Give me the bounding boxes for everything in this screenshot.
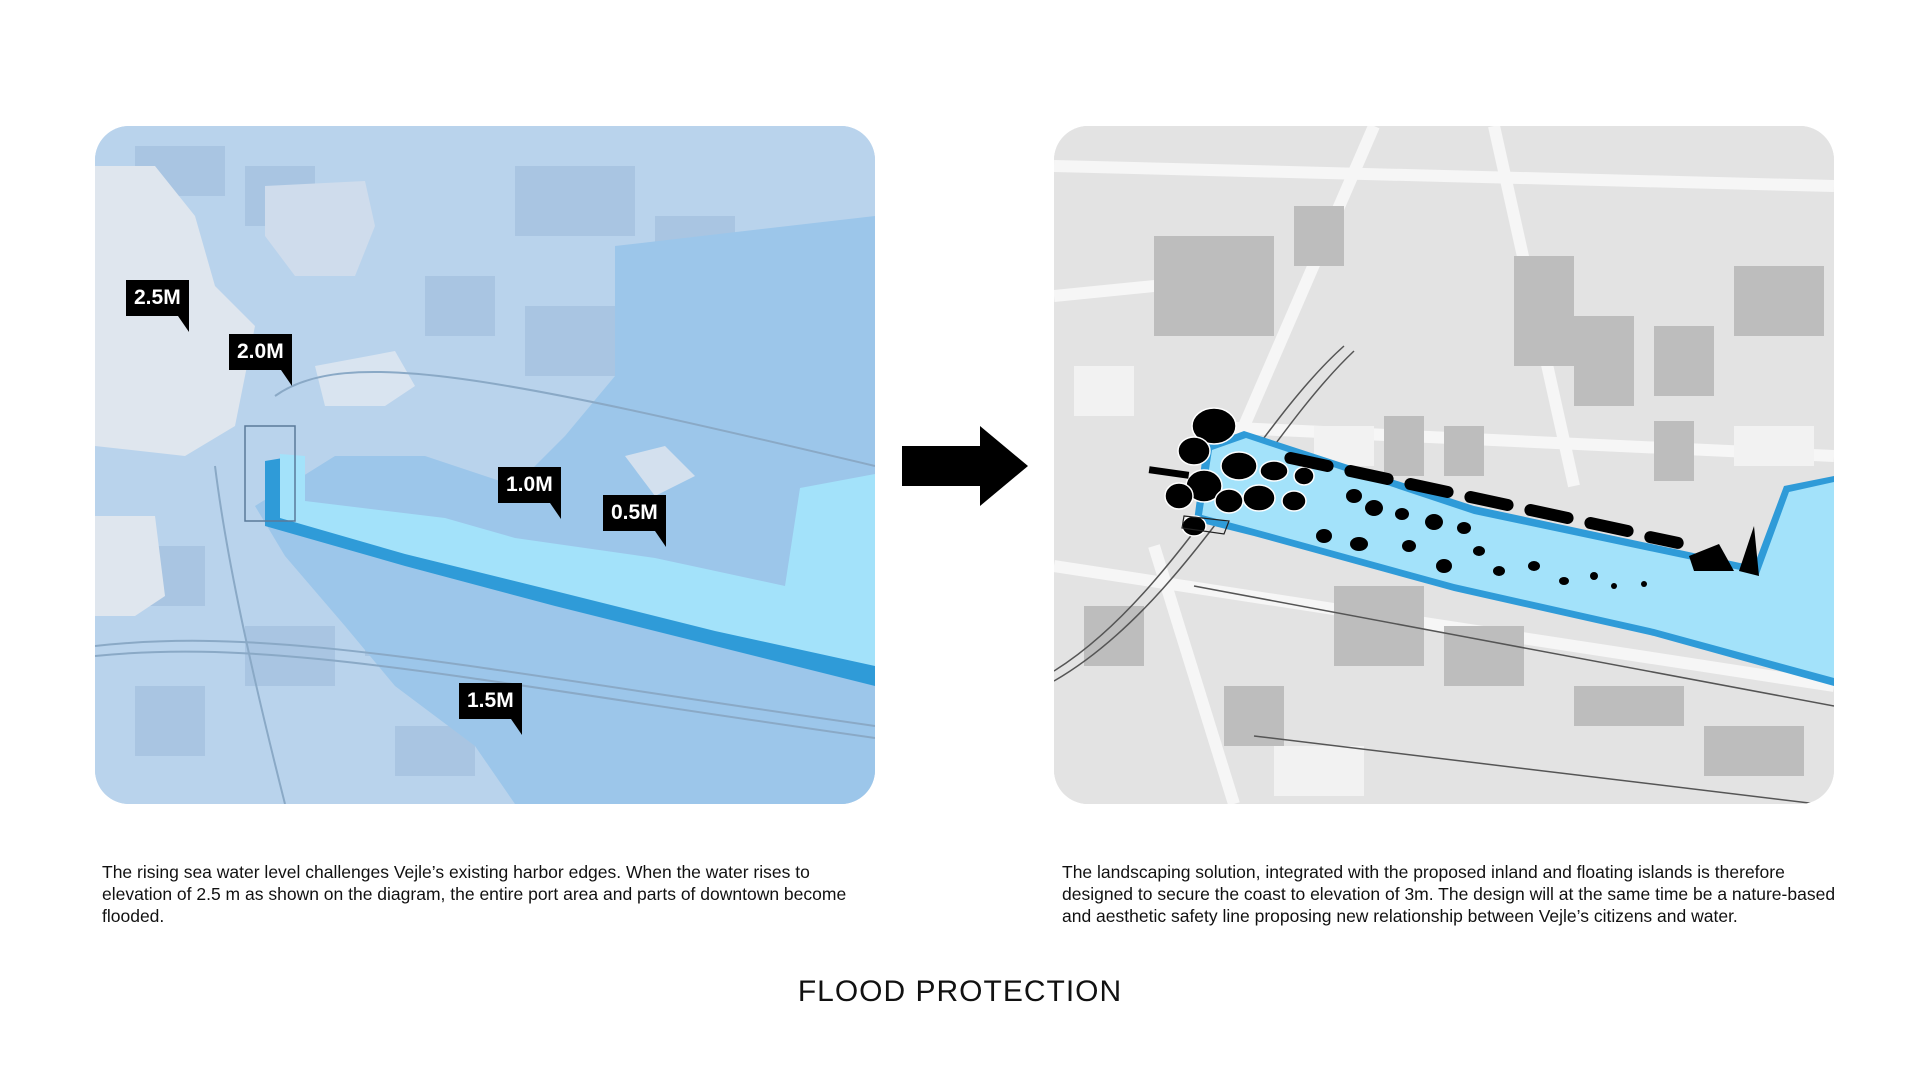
flood-map-panel: 2.5M 2.0M 1.0M 0.5M 1.5M bbox=[95, 126, 875, 804]
rail-lines bbox=[95, 370, 875, 804]
proposal-map-panel bbox=[1054, 126, 1834, 804]
water-level-label-1-0m: 1.0M bbox=[498, 467, 561, 519]
flood-description: The rising sea water level challenges Ve… bbox=[102, 861, 847, 926]
dry-zone-east bbox=[625, 446, 695, 496]
inland-islands bbox=[1164, 407, 1315, 537]
water-level-label-1-5m: 1.5M bbox=[459, 683, 522, 735]
pier bbox=[1148, 466, 1190, 479]
flood-map bbox=[95, 126, 875, 804]
proposal-map bbox=[1054, 126, 1834, 804]
floating-islands bbox=[1316, 489, 1647, 589]
dry-zone-center bbox=[315, 351, 415, 406]
solution-description: The landscaping solution, integrated wit… bbox=[1062, 861, 1836, 926]
safety-line-islands bbox=[1284, 452, 1759, 576]
right-arrow-icon bbox=[902, 426, 1028, 506]
dry-zone-north bbox=[265, 181, 375, 276]
building-blocks-light bbox=[1074, 366, 1814, 796]
page-title: FLOOD PROTECTION bbox=[797, 975, 1123, 1008]
harbor-water bbox=[280, 454, 875, 666]
water-level-label-2-5m: 2.5M bbox=[126, 280, 189, 332]
building-blocks-grey bbox=[1084, 206, 1824, 776]
water-level-label-0-5m: 0.5M bbox=[603, 495, 666, 547]
site-outline bbox=[1181, 515, 1230, 535]
site-outline bbox=[244, 425, 296, 522]
dry-zone-southwest bbox=[95, 516, 165, 616]
water-level-label-2-0m: 2.0M bbox=[229, 334, 292, 386]
